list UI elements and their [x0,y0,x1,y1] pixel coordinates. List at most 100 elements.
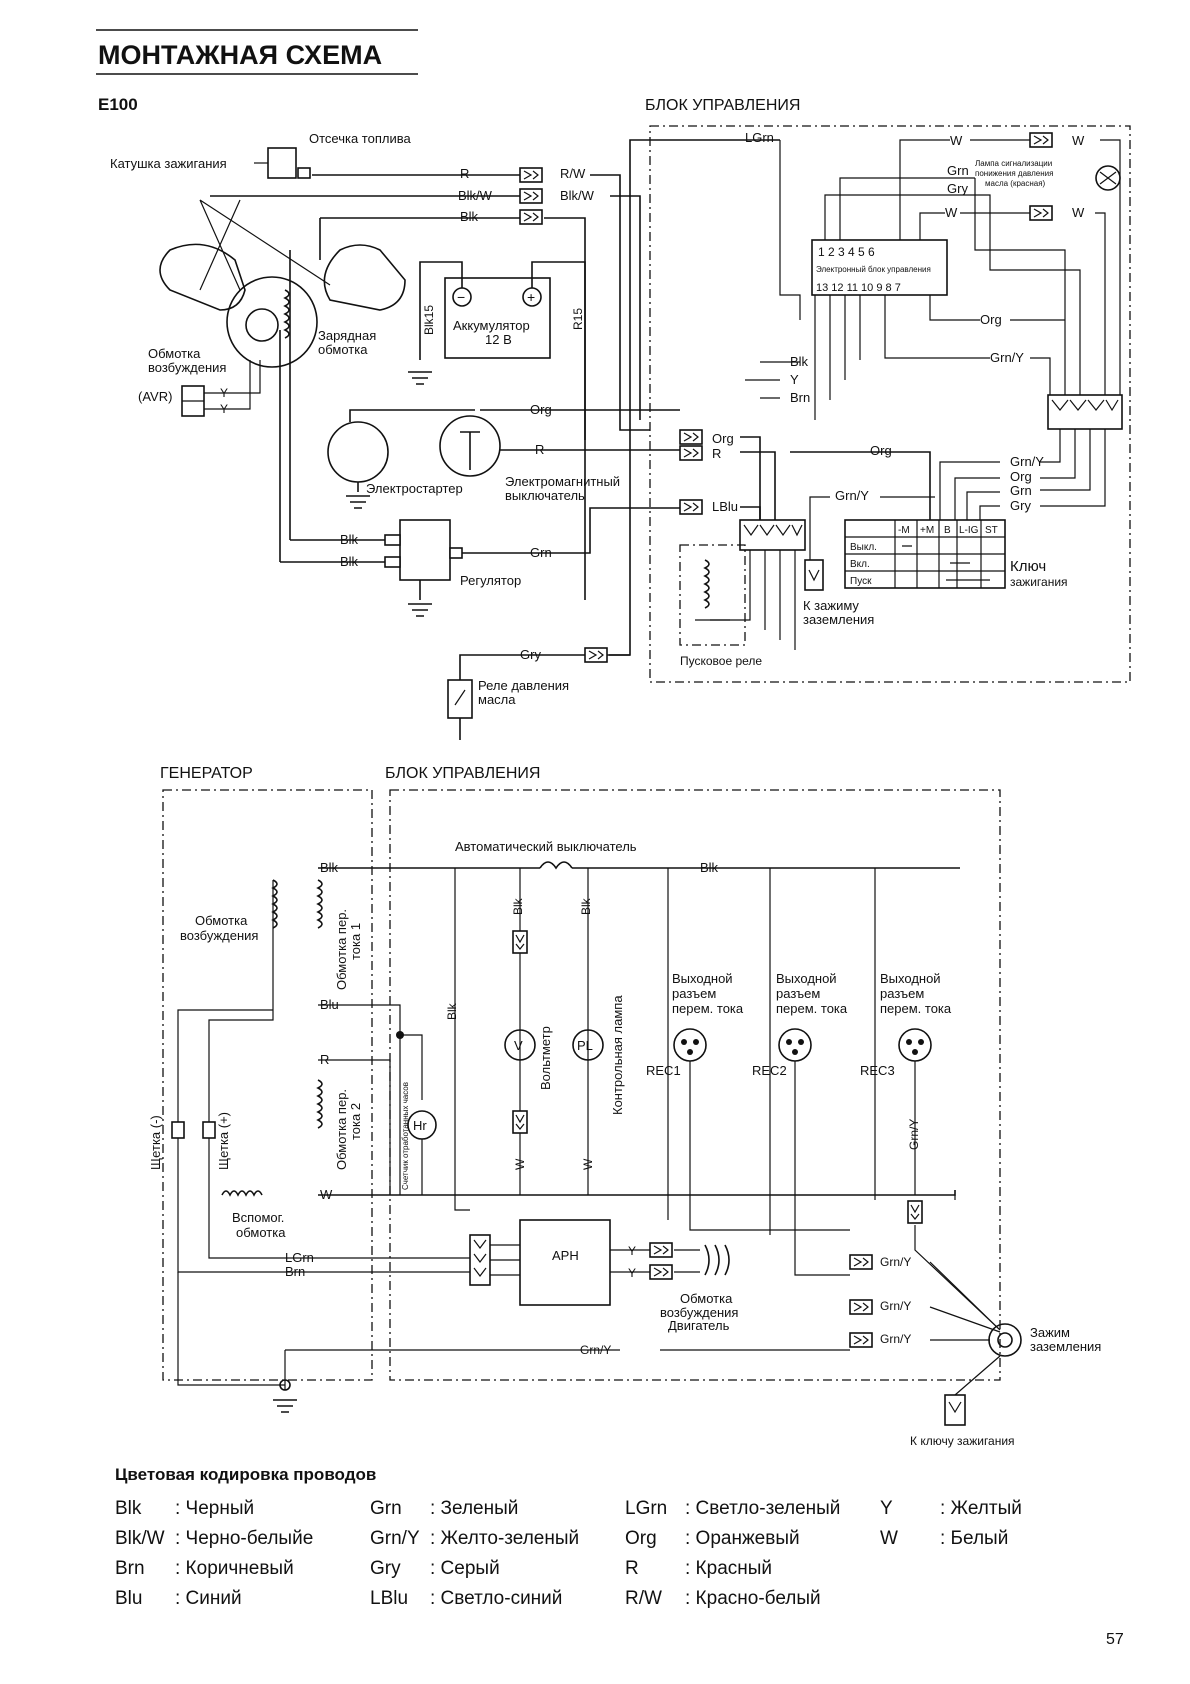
connector [849,1332,873,1348]
svg-text:Зарядная: Зарядная [318,328,376,343]
svg-text:L-IG: L-IG [959,525,979,536]
svg-text:Электромагнитный: Электромагнитный [505,474,620,489]
svg-text:R: R [535,442,544,457]
svg-text:W: W [1072,133,1085,148]
svg-text:АРН: АРН [552,1248,579,1263]
legend-name: : Желто-зеленый [430,1528,579,1549]
svg-text:Blu: Blu [320,997,339,1012]
svg-text:Щетка (+): Щетка (+) [216,1112,231,1170]
svg-text:Grn/Y: Grn/Y [907,1119,921,1150]
svg-text:Счетчик отработанных часов: Счетчик отработанных часов [401,1082,410,1190]
svg-text:Зажим: Зажим [1030,1325,1070,1340]
svg-text:Выходной: Выходной [776,971,837,986]
svg-text:W: W [513,1158,527,1170]
svg-text:LBlu: LBlu [712,499,738,514]
svg-text:Hr: Hr [413,1118,427,1133]
ignition-coil-label: Катушка зажигания [110,156,227,171]
generator-border [162,789,373,1381]
svg-text:Электронный блок управления: Электронный блок управления [816,265,931,274]
svg-text:Grn: Grn [530,545,552,560]
svg-text:W: W [950,133,963,148]
legend-name: : Светло-синий [430,1588,562,1609]
avr-connector-left [469,1234,491,1286]
svg-text:заземления: заземления [803,612,874,627]
ground-terminal-clip [804,559,824,591]
legend-code: LBlu [370,1588,408,1609]
ac-outlet-1: Выходной разъем перем. тока REC1 [646,971,744,1078]
connector-bank-right [1047,394,1123,430]
svg-text:Blk: Blk [460,209,479,224]
svg-text:зажигания: зажигания [1010,575,1068,589]
model-label: E100 [98,95,138,114]
svg-text:Обмотка пер.: Обмотка пер. [334,1089,349,1170]
connector [1029,205,1053,221]
flywheel-magneto [226,276,318,368]
connector-bank-left [739,519,806,551]
oil-warning-lamp [1095,165,1121,191]
ac-outlet-2: Выходной разъем перем. тока REC2 [752,971,848,1078]
page-number: 57 [1106,1631,1124,1648]
svg-text:возбуждения: возбуждения [148,360,226,375]
svg-text:Grn/Y: Grn/Y [880,1255,911,1269]
svg-text:REC2: REC2 [752,1063,787,1078]
svg-text:Blk: Blk [320,860,339,875]
svg-text:разъем: разъем [880,986,924,1001]
connector [649,1242,673,1258]
legend-code: Grn/Y [370,1528,420,1549]
connector [679,499,703,515]
avr-unit [519,1219,611,1306]
svg-text:Brn: Brn [285,1264,305,1279]
pilot-lamp [572,1029,604,1061]
starter-motor [327,421,389,483]
svg-text:Ключ: Ключ [1010,558,1046,575]
ac-outlet-3: Выходной разъем перем. тока REC3 [860,971,952,1078]
svg-text:возбуждения: возбуждения [660,1305,738,1320]
svg-text:LGrn: LGrn [285,1250,314,1265]
legend-code: Blk [115,1498,142,1519]
voltmeter [504,1029,536,1061]
svg-text:Grn/Y: Grn/Y [1010,454,1044,469]
svg-text:Org: Org [1010,469,1032,484]
svg-text:Blk: Blk [340,554,359,569]
svg-text:масла (красная): масла (красная) [985,179,1046,188]
connector [907,1200,923,1224]
svg-text:R/W: R/W [560,166,586,181]
legend-code: Gry [370,1558,401,1579]
svg-text:масла: масла [478,692,516,707]
svg-text:Grn/Y: Grn/Y [835,488,869,503]
svg-text:13 12 11 10 9 8 7: 13 12 11 10 9 8 7 [816,282,901,294]
svg-text:Контрольная лампа: Контрольная лампа [610,995,625,1115]
legend-name: : Серый [430,1558,500,1579]
circuit-breaker [539,861,573,870]
svg-text:Выходной: Выходной [672,971,733,986]
legend-code: Org [625,1528,657,1549]
svg-text:R: R [320,1052,329,1067]
svg-text:W: W [320,1187,333,1202]
svg-text:Аккумулятор: Аккумулятор [453,318,530,333]
svg-text:Blk: Blk [340,532,359,547]
svg-text:Y: Y [628,1244,636,1258]
svg-text:Gry: Gry [947,181,968,196]
solenoid-switch [439,415,501,477]
svg-text:Org: Org [712,431,734,446]
connector [519,167,543,183]
legend-code: R/W [625,1588,662,1609]
svg-text:обмотка: обмотка [318,342,368,357]
svg-text:разъем: разъем [672,986,716,1001]
svg-text:Автоматический выключатель: Автоматический выключатель [455,839,637,854]
svg-text:Пусковое реле: Пусковое реле [680,654,762,668]
connector [1029,132,1053,148]
legend-name: : Черный [175,1498,254,1519]
connector [519,209,543,225]
fuel-cutoff-label: Отсечка топлива [309,131,411,146]
svg-text:Blk/W: Blk/W [560,188,595,203]
svg-text:Gry: Gry [1010,498,1031,513]
to-ignition-key-connector [944,1394,966,1426]
connector [512,1110,528,1134]
brush-minus [171,1121,185,1139]
ignition-key-switch: -M +M B L-IG ST Выкл. Вкл. Пуск [844,519,1006,589]
svg-text:ST: ST [985,525,998,536]
svg-text:12 В: 12 В [485,332,512,347]
svg-text:Обмотка пер.: Обмотка пер. [334,909,349,990]
svg-text:разъем: разъем [776,986,820,1001]
